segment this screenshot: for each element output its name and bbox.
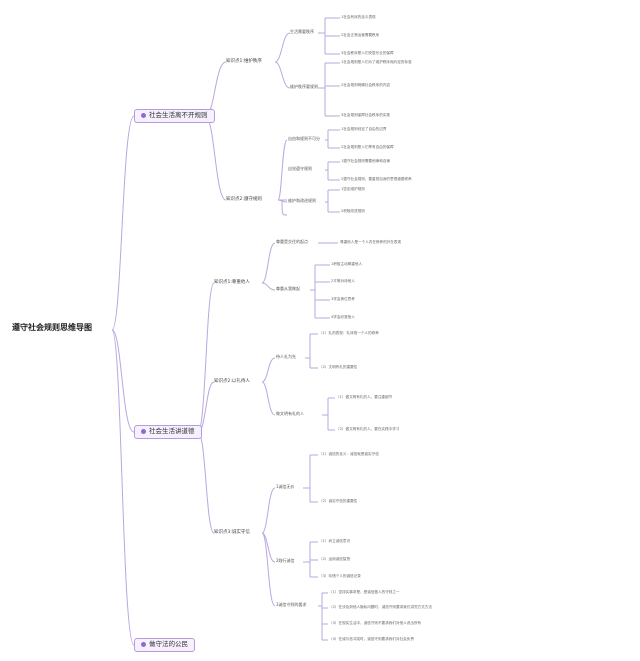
connector-b2s1-g1	[261, 242, 276, 284]
b1s1-group-2: 维护秩序要规则	[290, 84, 318, 89]
b1s1g2-item-3: 3社会规则保障社会秩序的实现	[341, 113, 391, 117]
b1s2g2-item-1: 1遵守社会规则需要他律和自律	[341, 159, 391, 163]
b2s2g2-item-1: （1）做文明有礼的人，要注重细节	[336, 395, 393, 399]
connector-b1s1g2-items	[318, 62, 340, 117]
b2s3g2-item-2: （2）运用诚信智慧	[319, 557, 351, 561]
connector-b2s3g2-items	[303, 541, 318, 578]
b2s3g2-item-1: （1）树立诚信意识	[319, 539, 351, 543]
connector-b2s1g2-items	[310, 264, 330, 319]
b1s1g2-item-2: 2社会规则明确社会秩序的内容	[341, 83, 391, 87]
connector-b2s2g1-items	[305, 333, 318, 369]
connector-b2s3g3-items	[318, 592, 328, 641]
connector-b1s2g1-items	[325, 129, 340, 149]
b2s1-group-2: 尊重从我做起	[276, 286, 300, 291]
connector-b1s1g1-items	[318, 17, 340, 55]
b2s3g3-item-3: （3）在现实生活中，诚信守则不要求我们对他人说出所有	[329, 621, 422, 625]
b2-section-3: 知识点3:诚实守信	[214, 530, 250, 535]
b1s1-group-1: 生活需要秩序	[290, 29, 314, 34]
b1-section-2: 知识点2:遵守规则	[226, 197, 262, 202]
b2s3g3-item-2: （2）在涉及到他人隐私问题时，诚信守则要求我们讲究方式方法	[329, 605, 432, 609]
connector-b2s2-g1	[261, 357, 276, 383]
connector-b2s3-g1	[261, 487, 276, 534]
b2s3g3-item-1: （1）坚持实事求是，是诚信做人的守则之一	[329, 590, 400, 594]
connector-b2s3-g3	[261, 532, 276, 607]
connector-b1-s1	[204, 61, 227, 117]
branch-1-title: 社会生活离不开规则	[149, 111, 208, 119]
b1s2g3-item-2: 2积极改进规则	[341, 209, 365, 213]
connector-b2s2g2-items	[322, 397, 335, 431]
branch-2[interactable]: 社会生活讲道德	[134, 425, 202, 439]
b1s2g1-item-2: 2社会规则是人们享有自由的保障	[341, 145, 394, 149]
b2-section-1: 知识点1:尊重他人	[214, 280, 250, 285]
b2s3g3-item-4: （4）在诚与信冲突时，诚信守则要求我们对社会负责	[329, 637, 414, 641]
branch-3-title: 做守法的公民	[149, 640, 188, 648]
b1-section-1: 知识点1:维护秩序	[226, 59, 262, 64]
b1s1g1-item-2: 2社会正常运营需要秩序	[341, 33, 380, 37]
mindmap-root-title: 遵守社会规则思维导图	[12, 323, 92, 332]
branch-1[interactable]: 社会生活离不开规则	[134, 109, 215, 123]
b2s2g1-item-2: （2）文明有礼的重要性	[319, 365, 358, 369]
connector-b1-s2	[204, 115, 227, 201]
connector-b2s3g1-items	[303, 454, 318, 503]
b2s3g2-item-3: （3）珍惜个人的诚信记录	[319, 574, 361, 578]
connector-b2-s3	[197, 431, 215, 534]
connector-b1s2-g1	[277, 139, 288, 201]
b2s1g2-item-1: 1积极主动尊重他人	[331, 262, 363, 266]
connector-b1s1-g2	[274, 61, 291, 89]
connector-b1s2-g3	[277, 199, 288, 216]
b2s1g2-item-4: 4学会欣赏他人	[331, 315, 355, 319]
b2s2g1-item-1: （1）礼的表现：礼体现一个人的修养	[319, 331, 379, 335]
branch-2-bullet-icon	[141, 428, 146, 434]
b1s1g1-item-1: 1社会有序的含义表现	[341, 15, 376, 19]
b2s3g1-item-1: （1）诚信的含义：诚信就是诚实守信	[319, 452, 379, 456]
b1s2-group-1: 自由和规则不可分	[288, 136, 320, 141]
b1s2g3-item-1: 1坚定维护规则	[341, 187, 365, 191]
b1s2g1-item-1: 1社会规则划定了自由的边界	[341, 127, 387, 131]
b2s2-group-2: 做文明有礼的人	[276, 411, 304, 416]
connector-root-to-branch-1	[111, 115, 135, 331]
b2s3-group-2: 2践行诚信	[276, 558, 295, 563]
branch-3[interactable]: 做守法的公民	[134, 638, 195, 652]
b1s1g2-item-1: 1社会规则是人们为了维护秩序而约定的标准	[341, 60, 412, 64]
connector-b2s1-g2	[261, 282, 276, 291]
b2s1g2-item-2: 2平等对待他人	[331, 279, 355, 283]
b2s3-group-3: 3诚信守则的要求	[276, 602, 307, 607]
connector-b1s2g2-items	[325, 161, 340, 181]
b1s2-group-3: 维护和改进规则	[288, 198, 316, 203]
branch-1-bullet-icon	[141, 112, 146, 118]
b2s2-group-1: 待人礼为先	[276, 354, 296, 359]
connector-b1s2g3-items	[325, 189, 340, 213]
b2s3-group-1: 1诚信无价	[276, 484, 295, 489]
branch-3-bullet-icon	[141, 641, 146, 647]
connector-b2s2-g2	[261, 381, 276, 416]
b1s2-group-2: 自觉遵守规则	[288, 166, 312, 171]
connector-root-to-branch-3	[111, 329, 135, 646]
connector-root-to-branch-2	[111, 329, 135, 433]
b2s1g2-item-3: 3学会换位思考	[331, 297, 355, 301]
b2s3g1-item-2: （2）诚实守信的重要性	[319, 499, 358, 503]
b2-section-2: 知识点2:以礼待人	[214, 379, 250, 384]
b2s1g1-item-1: 尊重他人是一个人内在修养的外在表现	[340, 240, 402, 244]
connector-b1s1-g1	[274, 32, 291, 63]
b1s1g1-item-3: 3社会秩序是人们安居乐业的保障	[341, 51, 394, 55]
branch-2-title: 社会生活讲道德	[149, 427, 195, 435]
b2s1-group-1: 尊重是交往的起点	[276, 239, 308, 244]
b2s2g2-item-2: （2）做文明有礼的人，要在实践中学习	[336, 427, 400, 431]
b1s2g2-item-2: 2遵守社会规则，要重视自身的思想道德修养	[341, 177, 412, 181]
